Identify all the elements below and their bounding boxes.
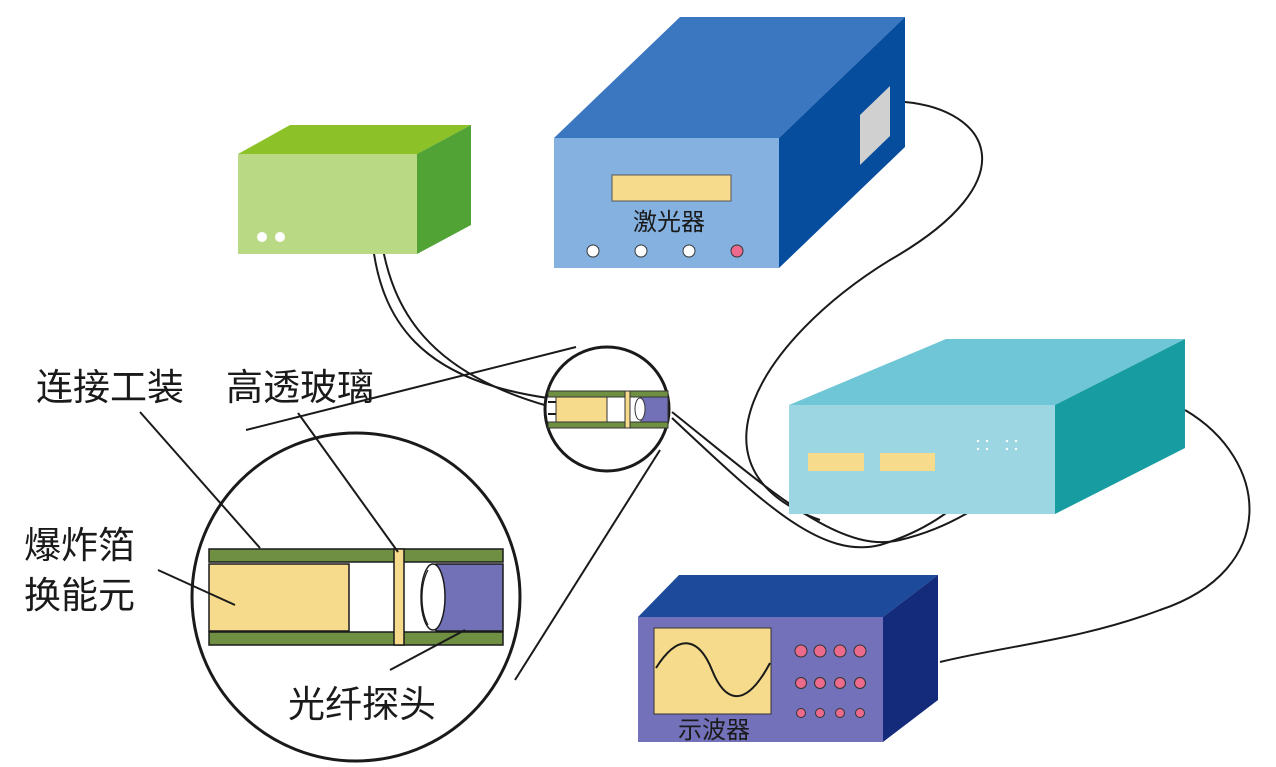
- small-fixture-top: [547, 390, 669, 398]
- detector-display-1: [808, 453, 864, 471]
- detector-box-top: [789, 339, 1185, 405]
- probe-lens: [420, 563, 446, 631]
- oscilloscope-box: 示波器: [638, 575, 938, 744]
- laser-button-4: [730, 244, 744, 258]
- efi-element: [208, 563, 350, 632]
- scope-label: 示波器: [678, 716, 750, 744]
- detector-box-side: [1055, 339, 1185, 514]
- label-connector-fixture: 连接工装: [36, 366, 184, 409]
- leader-efi: [157, 569, 236, 606]
- power-indicator-2: [275, 232, 285, 242]
- detector-port-dots: [976, 439, 1018, 451]
- detector-box: [789, 339, 1185, 514]
- large-zoom-circle: [190, 431, 522, 763]
- laser-button-2: [634, 244, 648, 258]
- detector-scope-cable: [939, 409, 1251, 663]
- power-box-side: [417, 125, 471, 254]
- power-box-top: [238, 125, 471, 154]
- laser-label: 激光器: [633, 208, 705, 236]
- fixture-bottom-wall: [208, 631, 504, 646]
- small-probe: [640, 396, 669, 423]
- small-lens: [634, 397, 646, 421]
- small-efi: [555, 396, 608, 423]
- power-box-front: [238, 154, 417, 254]
- scope-box-top: [638, 575, 938, 617]
- glass-window: [393, 548, 405, 646]
- fixture-top-wall: [208, 548, 504, 563]
- label-efi-line1: 爆炸箔: [24, 524, 135, 567]
- label-efi-line2: 换能元: [24, 574, 135, 617]
- leader-glass: [297, 412, 399, 553]
- scope-waveform: [655, 642, 771, 698]
- small-detail-circle: [543, 345, 671, 473]
- power-indicator-1: [257, 232, 267, 242]
- power-supply-box: [238, 125, 471, 254]
- scope-box-side: [883, 575, 938, 742]
- probe-body: [435, 563, 504, 632]
- small-fixture-bottom: [547, 421, 669, 429]
- laser-box: 激光器: [554, 17, 905, 268]
- label-fiber-probe: 光纤探头: [288, 683, 436, 726]
- callout-lines: [139, 411, 466, 671]
- laser-display: [611, 174, 732, 202]
- laser-side-panel: [860, 86, 890, 165]
- power-cable-b: [380, 237, 549, 407]
- laser-cable: [745, 101, 984, 521]
- label-high-transmission-glass: 高透玻璃: [226, 366, 374, 409]
- power-cable-a: [371, 237, 549, 399]
- scope-buttons: [794, 644, 867, 718]
- small-glass: [624, 390, 631, 429]
- detector-display-2: [880, 453, 935, 471]
- laser-button-1: [586, 244, 600, 258]
- laser-box-side: [779, 17, 905, 268]
- leader-probe: [389, 629, 466, 671]
- laser-button-3: [682, 244, 696, 258]
- leader-connector: [139, 411, 261, 549]
- laser-box-top: [554, 17, 905, 138]
